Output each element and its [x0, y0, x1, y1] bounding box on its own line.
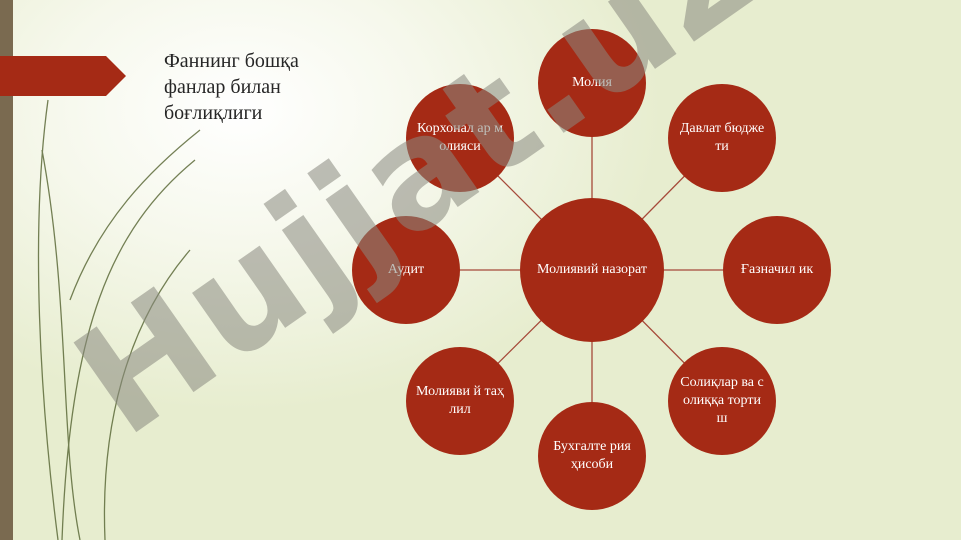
node-label-moliyaviy-tahlil: Молияви й таҳлил: [416, 384, 504, 417]
node-label-moliya: Молия: [572, 75, 612, 90]
arrow-marker-icon: [0, 56, 126, 96]
node-circle-audit: [352, 216, 460, 324]
node-label-korxonalar: Корхонал ар молияси: [417, 121, 503, 154]
node-circle-soliqlar: [668, 347, 776, 455]
center-node-label: Молиявий назорат: [536, 262, 648, 277]
slide-title: Фаннинг бошқа фанлар билан боғлиқлиги: [164, 50, 299, 124]
node-circle-buxgalteriya: [538, 402, 646, 510]
node-circle-gaznachilik: [723, 216, 831, 324]
node-label-gaznachilik: Ғазначил ик: [740, 262, 814, 277]
node-circle-moliyaviy_tahlil: [406, 347, 514, 455]
node-circle-korxonalar: [406, 84, 514, 192]
node-circle-davlat_budjeti: [668, 84, 776, 192]
watermark-text: Hujjat.uz: [46, 0, 782, 469]
center-node-circle: [520, 198, 664, 342]
node-circles: [352, 29, 831, 510]
node-label-buxgalteriya: Бухгалте рия ҳисоби: [553, 439, 631, 472]
node-circle-moliya: [538, 29, 646, 137]
node-label-davlat-budjeti: Давлат бюджети: [679, 121, 765, 154]
left-accent-bar: [0, 0, 13, 540]
node-label-audit: Аудит: [387, 262, 425, 277]
node-label-soliqlar: Солиқлар ва солиққа тортиш: [680, 375, 764, 426]
